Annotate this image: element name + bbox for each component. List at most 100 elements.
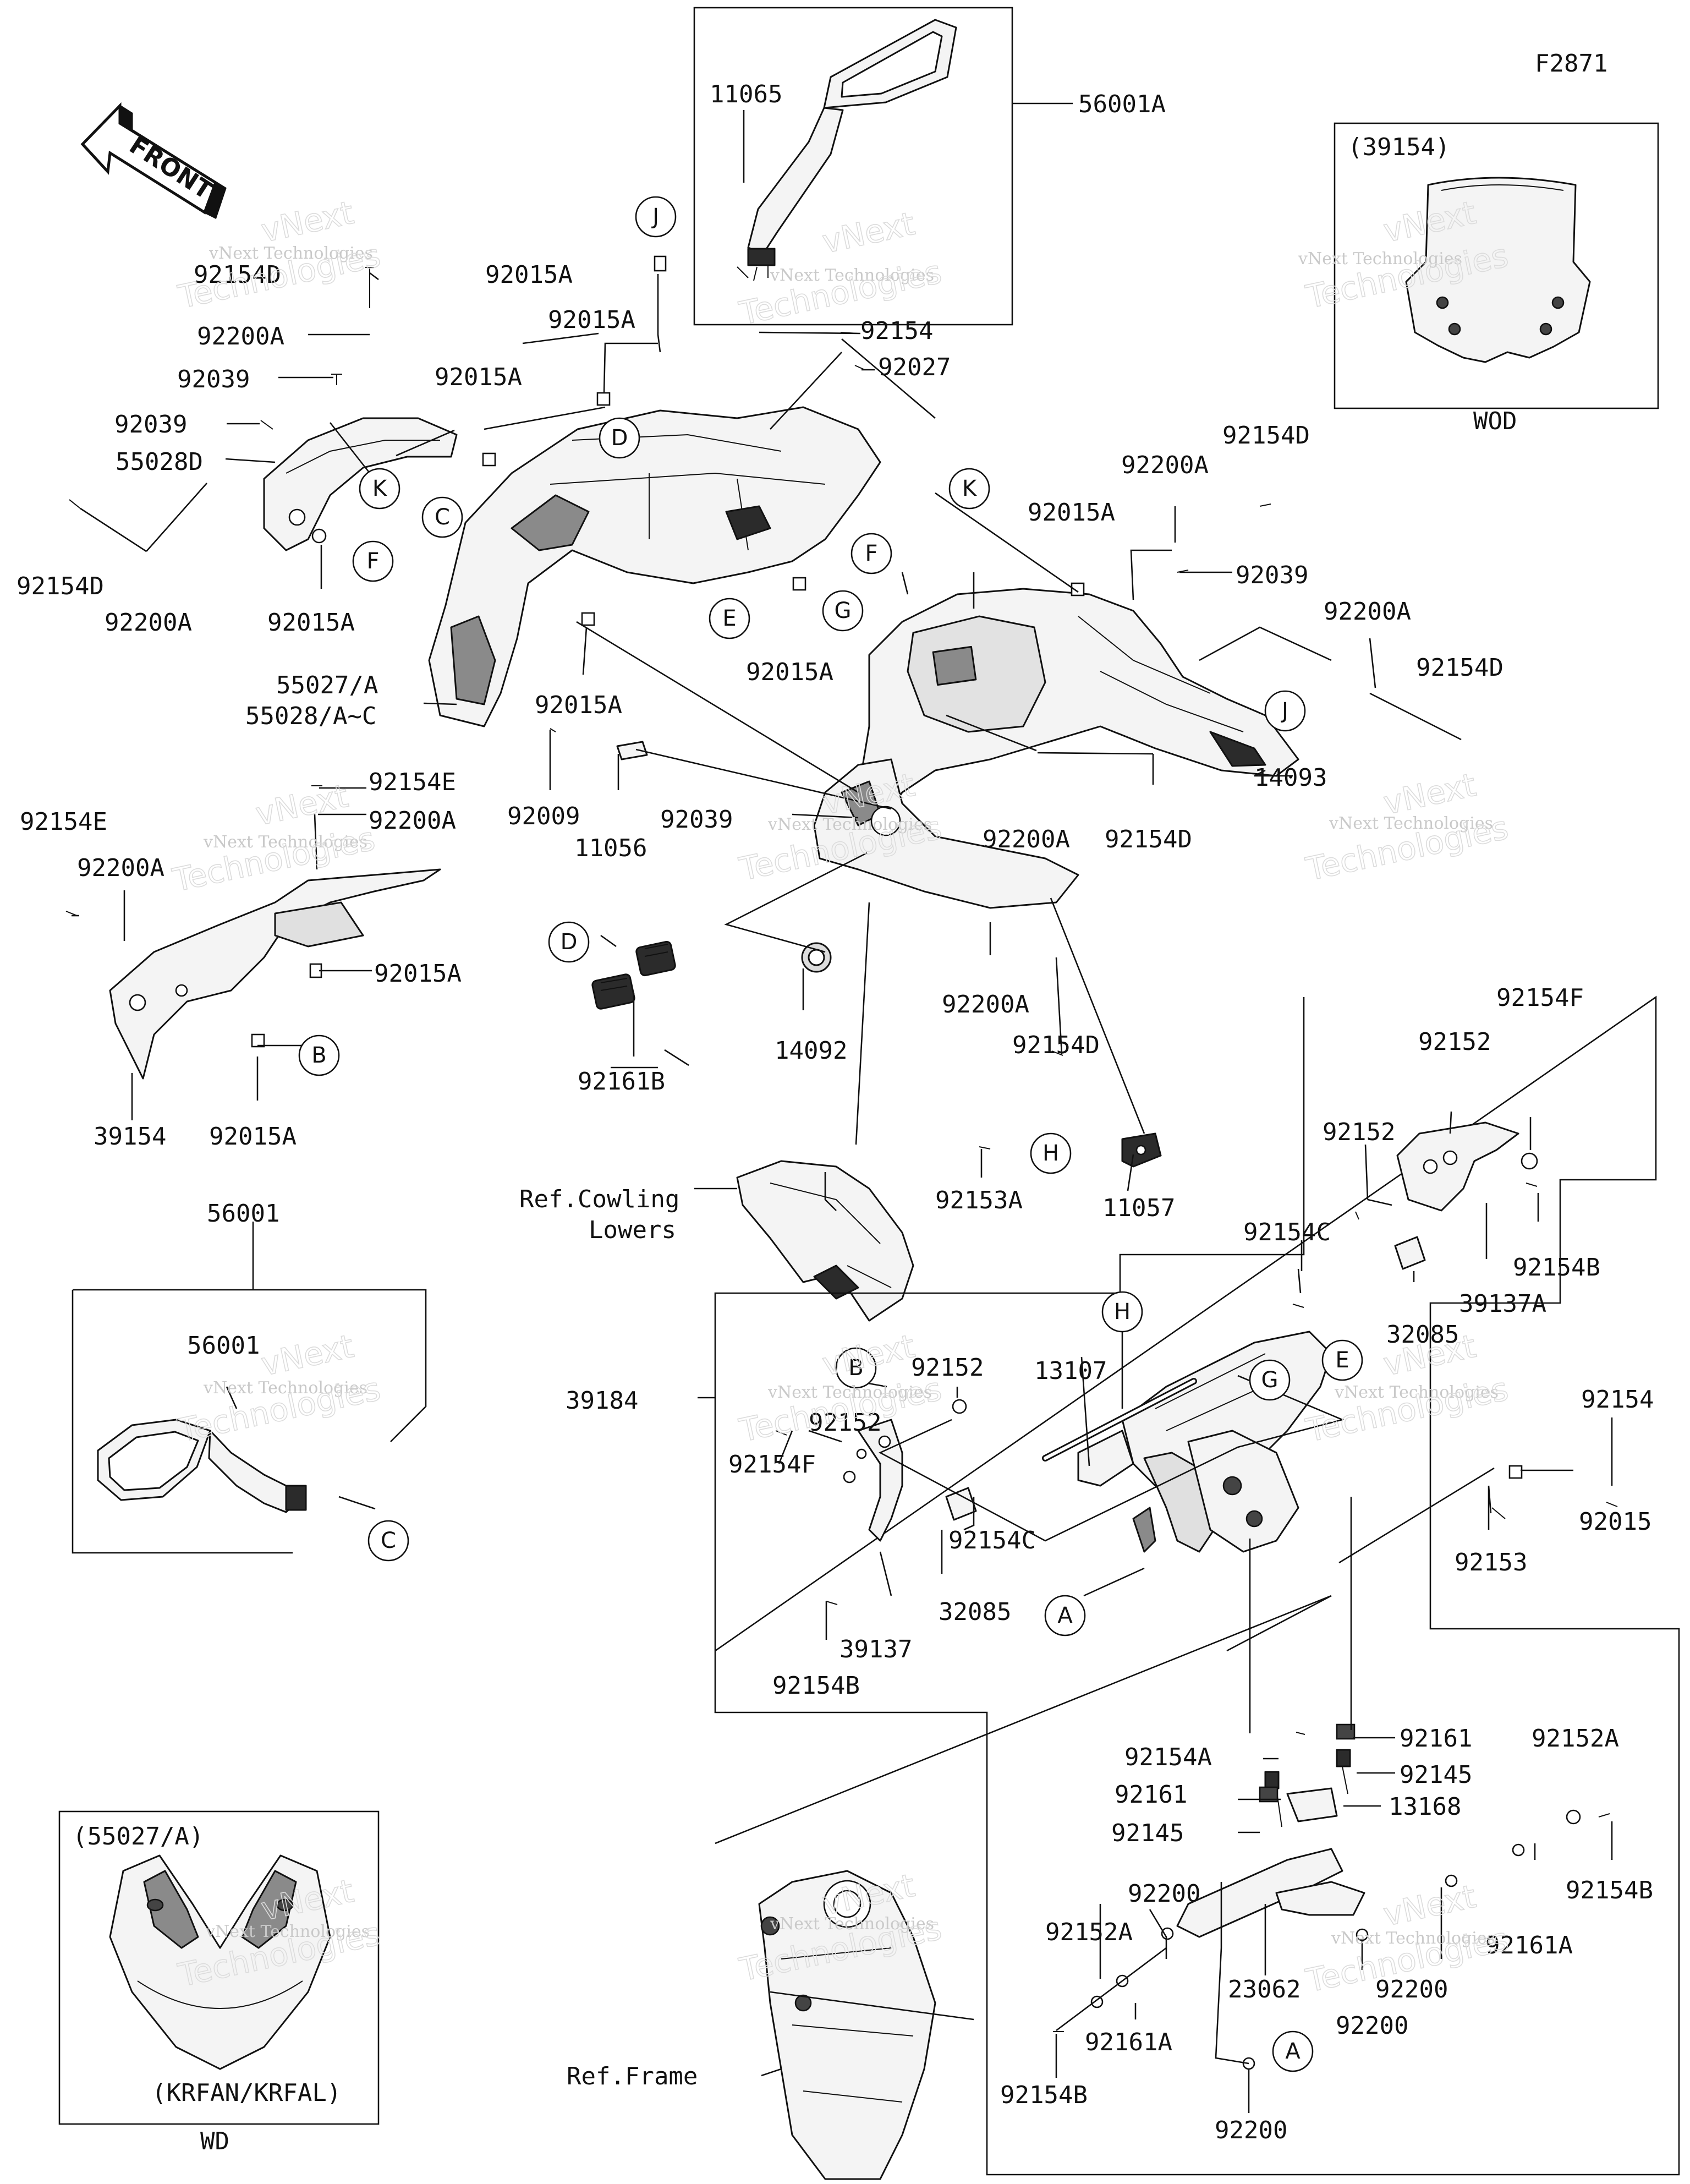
svg-text:92154B: 92154B (1566, 1876, 1653, 1904)
svg-text:vNext: vNext (1380, 1878, 1479, 1934)
svg-text:92152: 92152 (911, 1354, 984, 1382)
svg-text:92161A: 92161A (1485, 1931, 1573, 1959)
svg-text:92154D: 92154D (1222, 422, 1310, 450)
svg-text:H: H (1042, 1141, 1059, 1166)
svg-text:D: D (561, 929, 578, 955)
callout-j-top: J (635, 196, 677, 238)
bracket-11057 (1121, 1132, 1162, 1168)
callout-k-mid: K (948, 468, 990, 510)
bracket-39137 (857, 1419, 903, 1542)
leader-lines (72, 102, 1613, 2113)
windshield-wod (1405, 177, 1591, 363)
svg-text:G: G (835, 598, 852, 623)
svg-text:vNext Technologies: vNext Technologies (1331, 1929, 1495, 1948)
svg-text:39154: 39154 (94, 1123, 166, 1151)
svg-text:92015A: 92015A (746, 658, 833, 686)
svg-text:vNext Technologies: vNext Technologies (767, 815, 932, 834)
svg-text:92154D: 92154D (194, 261, 281, 289)
callout-a-bottom: A (1272, 2030, 1314, 2072)
svg-text:92154E: 92154E (369, 768, 456, 796)
rod-13107 (1042, 1378, 1197, 1462)
svg-text:92154F: 92154F (728, 1450, 816, 1479)
svg-text:39137: 39137 (839, 1635, 912, 1663)
svg-text:C: C (381, 1528, 396, 1553)
svg-text:92015A: 92015A (1028, 499, 1115, 527)
svg-text:32085: 32085 (939, 1598, 1011, 1626)
callout-f-left: F (352, 540, 394, 582)
svg-text:vNext: vNext (258, 1327, 357, 1383)
wod-part-ref: (39154) (1348, 133, 1450, 161)
cover-left-55028d (263, 417, 458, 551)
svg-text:39184: 39184 (566, 1387, 638, 1415)
callout-b-stay: B (835, 1347, 877, 1389)
svg-text:92200: 92200 (1336, 2012, 1408, 2040)
svg-text:92152A: 92152A (1045, 1918, 1133, 1946)
svg-text:92015A: 92015A (209, 1123, 297, 1151)
svg-text:13168: 13168 (1389, 1793, 1461, 1821)
svg-text:G: G (1261, 1367, 1279, 1393)
svg-text:56001A: 56001A (1078, 90, 1166, 118)
callout-b-left: B (298, 1034, 340, 1076)
svg-text:55027/A: 55027/A (276, 671, 378, 699)
svg-text:92152A: 92152A (1532, 1725, 1619, 1753)
svg-text:92200A: 92200A (105, 609, 192, 637)
callout-c-top: C (421, 496, 463, 538)
svg-text:92145: 92145 (1111, 1819, 1184, 1847)
ref-cowling-line1: Ref.Cowling (519, 1185, 679, 1213)
callout-g-stay: G (1249, 1359, 1291, 1401)
callout-d-mid: D (548, 921, 590, 963)
svg-text:E: E (722, 606, 736, 631)
svg-text:vNext Technologies: vNext Technologies (1329, 814, 1493, 833)
svg-text:92161A: 92161A (1085, 2028, 1172, 2056)
svg-text:A: A (1285, 2039, 1301, 2064)
svg-text:92154E: 92154E (20, 808, 107, 836)
svg-text:vNext Technologies: vNext Technologies (770, 266, 934, 285)
mirror-right-box (693, 7, 1013, 326)
front-arrow-icon: FRONT (80, 102, 227, 220)
svg-text:92200A: 92200A (197, 322, 284, 351)
svg-text:K: K (372, 476, 388, 501)
svg-text:92200: 92200 (1375, 1975, 1448, 2004)
diagram-code: F2871 (1535, 50, 1607, 78)
inner-panel-lower (813, 758, 1079, 909)
mirror-right (737, 19, 957, 281)
nut-92161b (591, 940, 676, 1010)
svg-text:56001: 56001 (207, 1200, 279, 1228)
svg-text:92200A: 92200A (942, 990, 1029, 1019)
bracket-23062 (1176, 1749, 1365, 1938)
svg-text:13107: 13107 (1034, 1357, 1107, 1385)
svg-text:92145: 92145 (1400, 1761, 1472, 1789)
svg-text:32085: 32085 (1386, 1321, 1459, 1349)
svg-text:92154C: 92154C (948, 1526, 1036, 1554)
svg-text:92200: 92200 (1128, 1880, 1200, 1908)
svg-text:92009: 92009 (507, 802, 580, 830)
svg-text:92154: 92154 (860, 317, 933, 345)
wd-label: WD (200, 2127, 229, 2155)
clip-32085 (945, 1236, 1426, 1521)
wd-part-ref: (55027/A) (73, 1822, 204, 1851)
svg-text:92015A: 92015A (267, 609, 355, 637)
callout-k-left: K (359, 468, 400, 510)
svg-text:92015A: 92015A (435, 363, 522, 391)
svg-text:92161: 92161 (1400, 1725, 1472, 1753)
svg-text:14093: 14093 (1254, 764, 1327, 792)
svg-text:92153: 92153 (1455, 1548, 1527, 1577)
cowl-lower-ref (736, 1160, 914, 1322)
grommet-14092 (801, 942, 832, 973)
frame-ref (758, 1870, 936, 2180)
svg-text:92015A: 92015A (535, 691, 622, 719)
svg-text:K: K (962, 476, 978, 501)
callout-g-mid: G (822, 590, 864, 632)
svg-text:92154A: 92154A (1124, 1743, 1212, 1771)
callout-a-stay: A (1044, 1595, 1086, 1636)
svg-text:92154D: 92154D (1012, 1031, 1100, 1059)
upper-cowl-inner (428, 406, 881, 727)
svg-text:C: C (435, 505, 450, 530)
svg-text:vNext: vNext (258, 194, 357, 250)
svg-text:B: B (311, 1043, 326, 1068)
svg-text:92039: 92039 (660, 806, 733, 834)
mirror-left-box (72, 1289, 427, 1554)
cover-39154 (109, 868, 441, 1080)
svg-text:92154: 92154 (1581, 1386, 1654, 1414)
